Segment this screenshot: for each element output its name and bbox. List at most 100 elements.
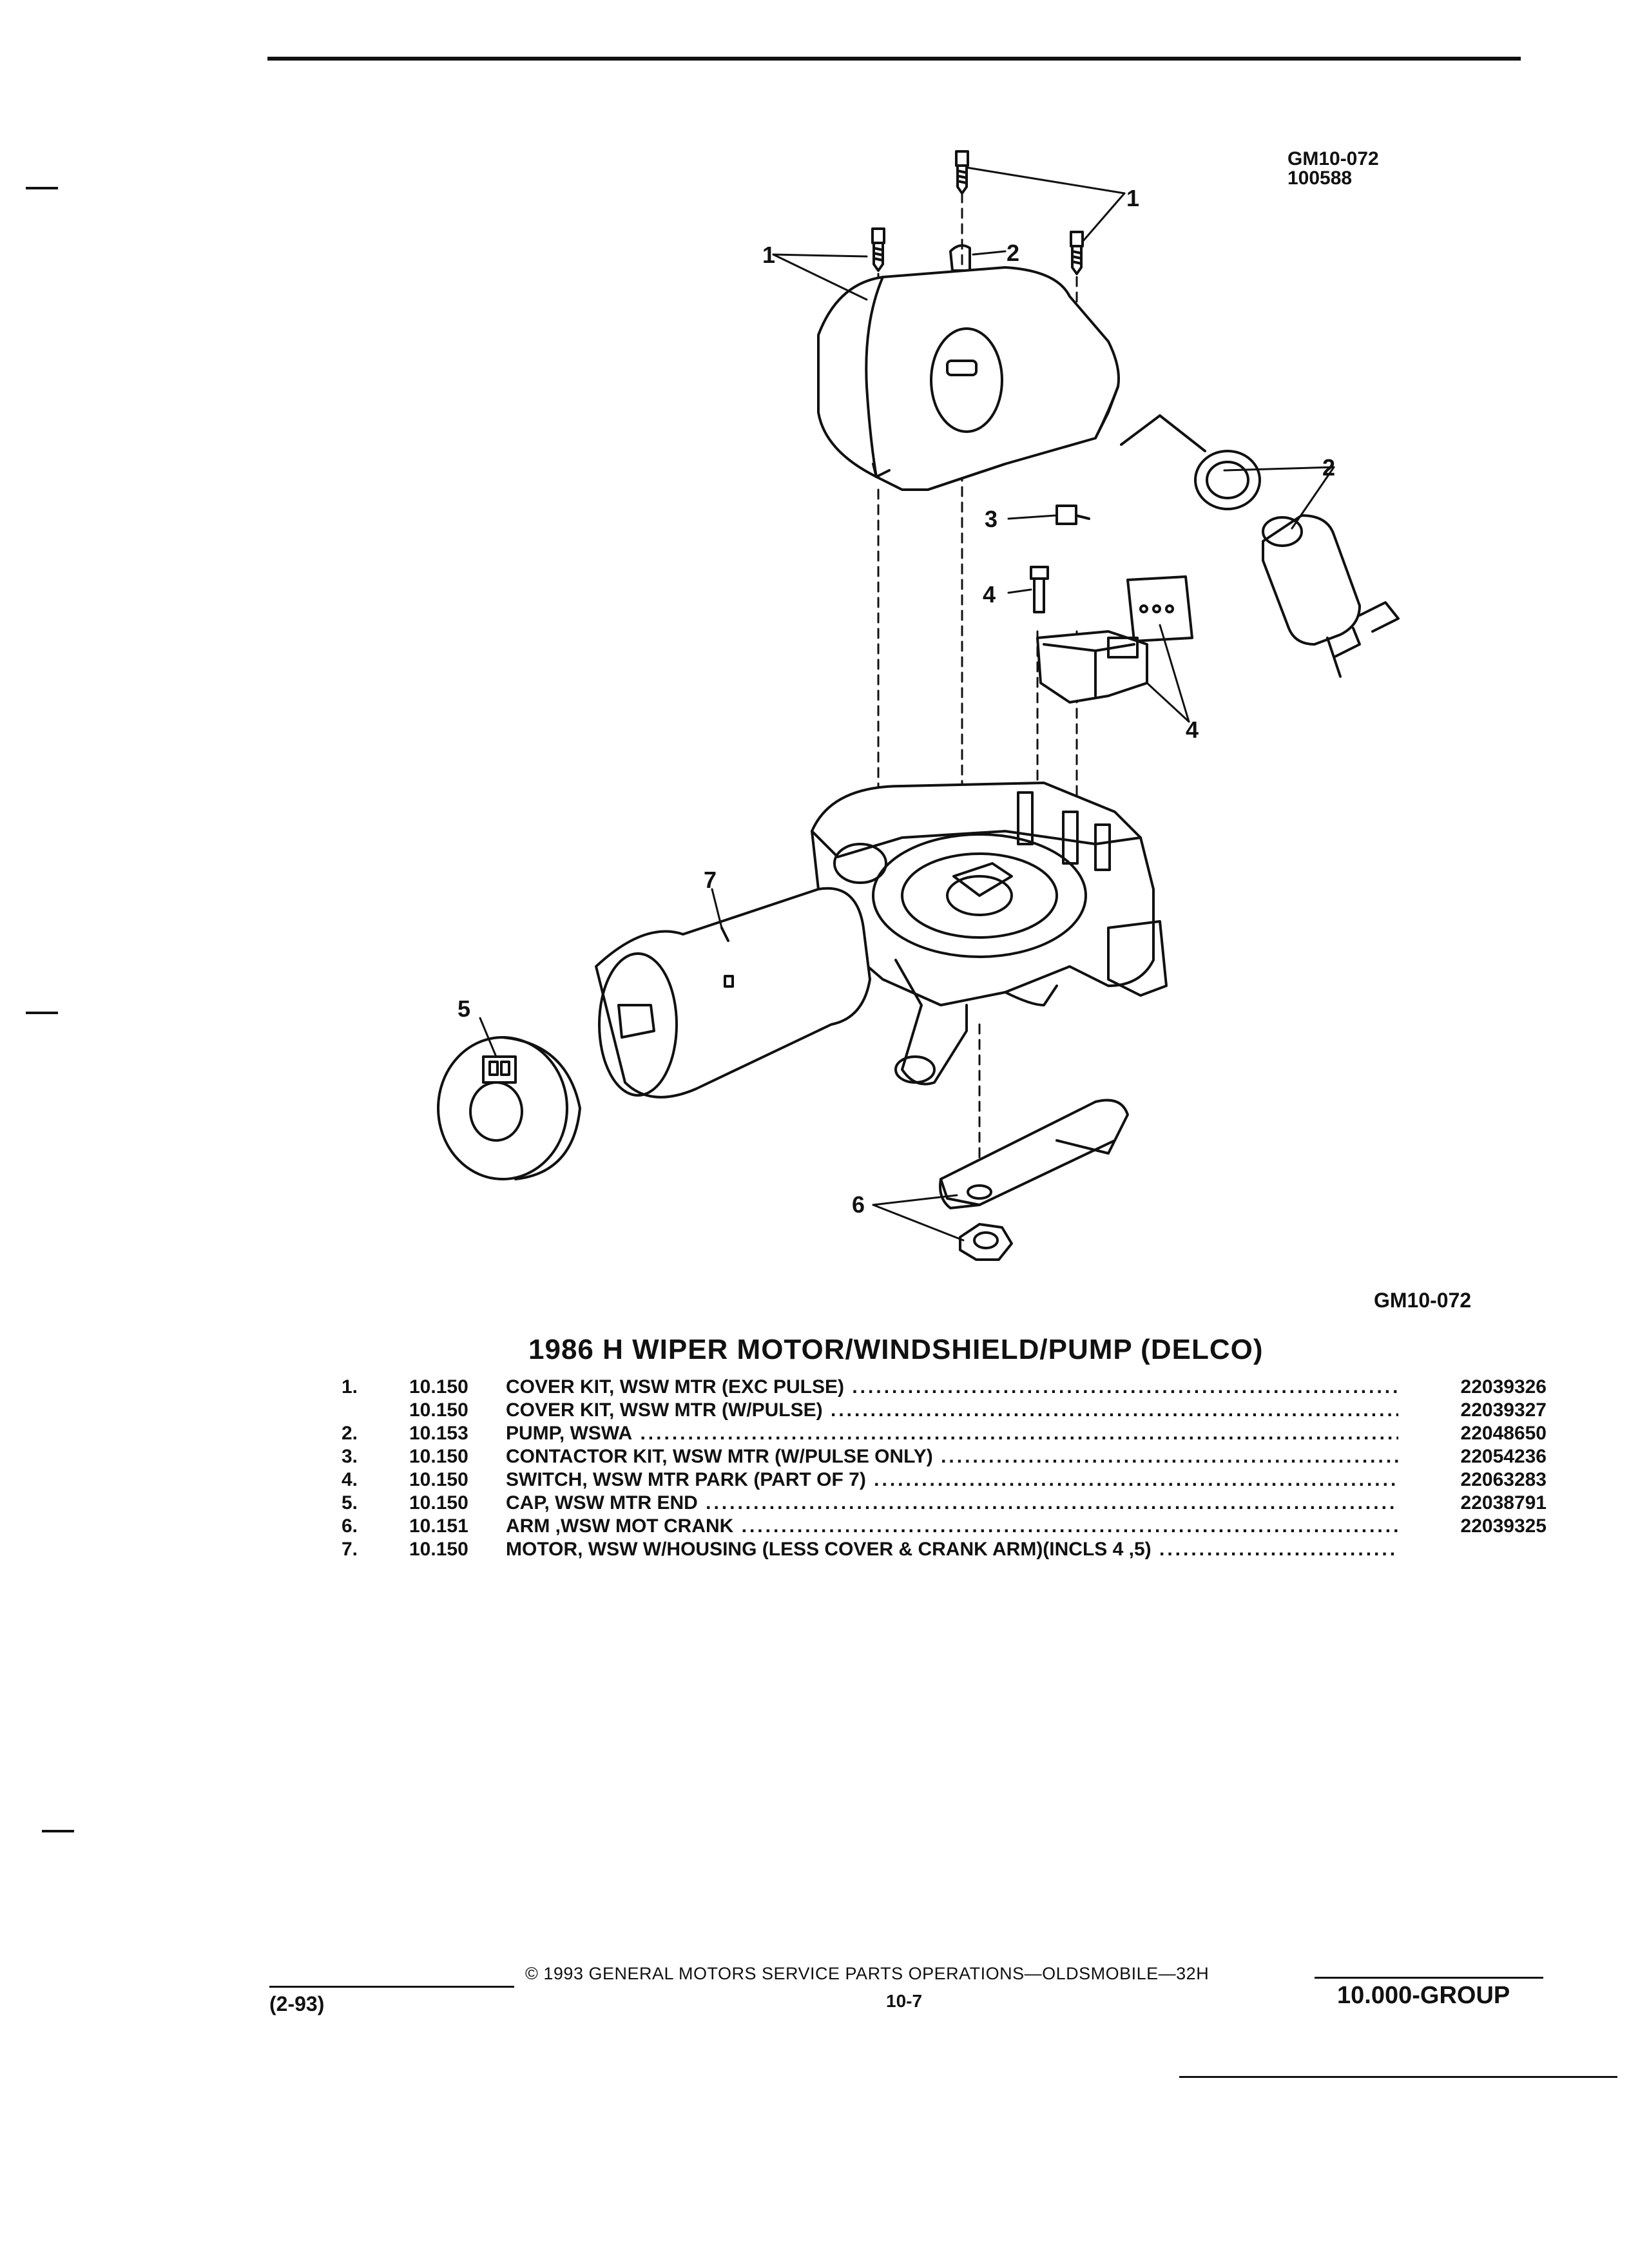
leader-dots: ........................................… <box>1159 1539 1398 1560</box>
part-detail: , WSW MTR END <box>544 1492 698 1514</box>
part-number: 22039326 <box>1460 1376 1547 1398</box>
bottom-rule <box>1179 2076 1617 2078</box>
group-code: 10.150 <box>409 1469 468 1490</box>
end-cap <box>437 1036 581 1180</box>
part-name: CONTACTOR KIT <box>506 1446 662 1467</box>
footer-rule-left <box>269 1986 514 1988</box>
margin-mark <box>42 1830 74 1832</box>
part-number: 22063283 <box>1460 1469 1547 1490</box>
part-description: CONTACTOR KIT, WSW MTR (W/PULSE ONLY) ..… <box>506 1446 1398 1468</box>
group-number: 10.000-GROUP <box>1337 1982 1510 2009</box>
group-code: 10.150 <box>409 1446 468 1467</box>
part-detail: , WSW W/HOUSING (LESS COVER & CRANK ARM)… <box>577 1539 1152 1560</box>
leader-dots: ........................................… <box>640 1423 1398 1444</box>
part-description: MOTOR, WSW W/HOUSING (LESS COVER & CRANK… <box>506 1539 1398 1561</box>
part-description: ARM ,WSW MOT CRANK .....................… <box>506 1515 1398 1537</box>
group-code: 10.150 <box>409 1399 468 1421</box>
motor <box>595 887 871 1099</box>
callout-4: 4 <box>1186 716 1199 743</box>
part-number: 22054236 <box>1460 1446 1547 1467</box>
group-code: 10.150 <box>409 1492 468 1514</box>
callout-6: 6 <box>852 1191 865 1218</box>
part-row: 10.150 COVER KIT, WSW MTR (W/PULSE) .....… <box>342 1399 1547 1423</box>
revision-date: (2-93) <box>269 1992 325 2015</box>
clip-icon <box>949 244 971 272</box>
part-description: CAP, WSW MTR END .......................… <box>506 1492 1398 1514</box>
part-number: 22038791 <box>1460 1492 1547 1514</box>
leader-dots: ........................................… <box>852 1376 1398 1398</box>
part-number: 22039327 <box>1460 1399 1547 1421</box>
part-name: CAP <box>506 1492 545 1514</box>
part-name: MOTOR <box>506 1539 578 1560</box>
callout-1: 1 <box>762 242 775 268</box>
group-code: 10.151 <box>409 1515 468 1537</box>
leader-dots: ........................................… <box>706 1492 1398 1514</box>
part-name: COVER KIT <box>506 1376 610 1398</box>
callout-2: 2 <box>1322 454 1335 481</box>
leader-dots: ........................................… <box>874 1469 1398 1490</box>
callout-7: 7 <box>704 867 717 893</box>
pump-seal <box>1194 450 1261 510</box>
part-description: PUMP, WSWA .............................… <box>506 1423 1398 1445</box>
part-row: 3. 10.150 CONTACTOR KIT, WSW MTR (W/PULSE … <box>342 1446 1547 1469</box>
part-detail: , WSW MTR PARK (PART OF 7) <box>582 1469 866 1490</box>
leader-dots: ........................................… <box>830 1399 1398 1421</box>
part-detail: , WSWA <box>559 1423 633 1444</box>
part-detail: , WSW MTR (W/PULSE ONLY) <box>662 1446 933 1467</box>
pump <box>1262 514 1400 678</box>
figure-subcode: 100588 <box>1287 168 1353 189</box>
part-row: 5. 10.150 CAP, WSW MTR END ...............… <box>342 1492 1547 1515</box>
part-detail: , WSW MTR (W/PULSE) <box>609 1399 823 1421</box>
item-number: 1. <box>342 1376 358 1398</box>
item-number: 4. <box>342 1469 358 1490</box>
part-description: COVER KIT, WSW MTR (W/PULSE) ...........… <box>506 1399 1398 1421</box>
crank-arm <box>939 1099 1129 1209</box>
part-name: PUMP <box>506 1423 559 1444</box>
figure-code-bottom: GM10-072 <box>1374 1289 1472 1312</box>
bolt-icon <box>1030 566 1049 613</box>
item-number: 5. <box>342 1492 358 1514</box>
page-title: 1986 H WIPER MOTOR/WINDSHIELD/PUMP (DELC… <box>528 1334 1264 1365</box>
group-code: 10.153 <box>409 1423 468 1444</box>
margin-mark <box>26 187 58 189</box>
leader-dots: ........................................… <box>941 1446 1398 1467</box>
part-description: SWITCH, WSW MTR PARK (PART OF 7) .......… <box>506 1469 1398 1491</box>
page-number: 10-7 <box>886 1991 923 2011</box>
screw-icon <box>1070 231 1084 275</box>
part-detail: , WSW MTR (EXC PULSE) <box>609 1376 845 1398</box>
figure-code: GM10-072 <box>1287 148 1379 169</box>
part-detail: ,WSW MOT CRANK <box>550 1515 734 1537</box>
screw-icon <box>871 227 885 272</box>
part-row: 6. 10.151 ARM ,WSW MOT CRANK .............… <box>342 1515 1547 1539</box>
contactor <box>1055 505 1090 525</box>
nut-icon <box>959 1223 1013 1261</box>
callout-5: 5 <box>458 995 470 1022</box>
part-row: 7. 10.150 MOTOR, WSW W/HOUSING (LESS COVER… <box>342 1539 1547 1562</box>
callout-1: 1 <box>1126 185 1139 211</box>
part-row: 1. 10.150 COVER KIT, WSW MTR (EXC PULSE) .… <box>342 1376 1547 1399</box>
item-number: 2. <box>342 1423 358 1444</box>
margin-mark <box>26 1012 58 1014</box>
top-rule <box>267 57 1521 61</box>
callout-4: 4 <box>983 581 996 608</box>
part-row: 2. 10.153 PUMP, WSWA .....................… <box>342 1423 1547 1446</box>
item-number: 6. <box>342 1515 358 1537</box>
group-code: 10.150 <box>409 1539 468 1560</box>
part-description: COVER KIT, WSW MTR (EXC PULSE) .........… <box>506 1376 1398 1398</box>
cover <box>817 266 1120 491</box>
park-switch <box>1036 630 1148 704</box>
footer-rule-right <box>1315 1977 1543 1979</box>
item-number: 3. <box>342 1446 358 1467</box>
gear-housing <box>811 782 1168 1086</box>
footer-copyright: © 1993 GENERAL MOTORS SERVICE PARTS OPER… <box>525 1964 1210 1983</box>
exploded-parts-diagram: 1 1 2 2 3 4 4 5 6 7 <box>437 150 1400 1261</box>
part-name: ARM <box>506 1515 550 1537</box>
group-code: 10.150 <box>409 1376 468 1398</box>
callout-2: 2 <box>1007 240 1019 266</box>
part-row: 4. 10.150 SWITCH, WSW MTR PARK (PART OF 7)… <box>342 1469 1547 1492</box>
part-name: SWITCH <box>506 1469 583 1490</box>
callout-3: 3 <box>985 506 998 532</box>
item-number: 7. <box>342 1539 358 1560</box>
part-name: COVER KIT <box>506 1399 610 1421</box>
